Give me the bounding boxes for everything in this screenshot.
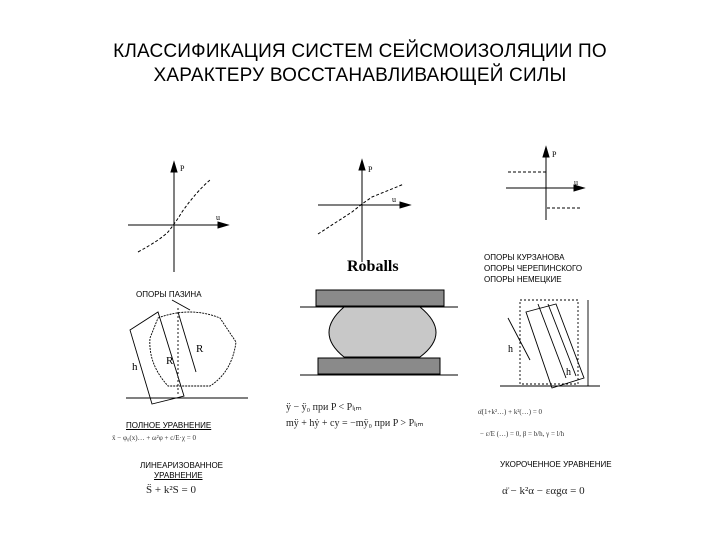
linearized-equation: S̈ + k²S = 0 xyxy=(146,484,196,496)
center-equation-1: ÿ − ÿ₀ при P < Pₗᵢₘ xyxy=(286,402,362,413)
pazin-r-label-2: R xyxy=(166,355,174,367)
graph-2-p-arrow xyxy=(358,158,366,171)
right-frame-outer xyxy=(519,299,579,385)
right-guide-line xyxy=(507,317,531,361)
linearized-equation-title-1: ЛИНЕАРИЗОВАННОЕ xyxy=(140,461,224,470)
right-h-label: h xyxy=(508,344,513,355)
pazin-left-block xyxy=(129,311,185,405)
graph-3 xyxy=(506,145,586,220)
right-diagonal-1 xyxy=(537,303,567,379)
german-supports-label: ОПОРЫ НЕМЕЦКИЕ xyxy=(484,275,562,284)
graph-2-line xyxy=(317,183,405,235)
page-title: КЛАССИФИКАЦИЯ СИСТЕМ СЕЙСМОИЗОЛЯЦИИ ПО Х… xyxy=(60,40,660,88)
full-equation-title: ПОЛНОЕ УРАВНЕНИЕ xyxy=(126,421,212,430)
graph-1-u-arrow xyxy=(217,221,230,229)
graph-2-u-arrow xyxy=(399,201,412,209)
graph-2-p-label: P xyxy=(368,165,373,174)
title-line-2: ХАРАКТЕРУ ВОССТАНАВЛИВАЮЩЕЙ СИЛЫ xyxy=(153,65,567,86)
pazin-r-label-1: R xyxy=(196,343,204,355)
pazin-body-outline xyxy=(149,311,237,387)
roballs-label: Roballs xyxy=(347,258,399,275)
graph-1 xyxy=(128,160,230,272)
center-equation-2: mÿ + hẏ + cy = −mÿ₀ при P > Pₗᵢₘ xyxy=(286,418,424,429)
right-diagonal-2 xyxy=(547,303,577,377)
shortened-equation: α̈ − k²α − εαgα = 0 xyxy=(502,485,585,497)
graph-1-p-arrow xyxy=(170,160,178,173)
roballs-drawing xyxy=(300,289,458,376)
graph-1-u-label: u xyxy=(216,213,220,222)
pazin-supports-label: ОПОРЫ ПАЗИНА xyxy=(136,290,202,299)
roball-body xyxy=(328,306,437,358)
graph-3-u-arrow xyxy=(573,184,586,192)
kurzanov-supports-label: ОПОРЫ КУРЗАНОВА xyxy=(484,253,565,262)
upper-plate xyxy=(315,289,445,307)
pazin-radius-line xyxy=(177,311,197,373)
right-supports-drawing xyxy=(500,299,600,389)
lower-plate xyxy=(317,357,441,375)
graph-1-curve xyxy=(137,179,211,253)
pazin-h-label: h xyxy=(132,361,138,373)
graph-3-p-arrow xyxy=(542,145,550,158)
graph-3-line xyxy=(508,171,580,209)
graph-2-u-label: u xyxy=(392,195,396,204)
full-equation: ẍ − φ₀(x)… + ω²φ + c/E·χ = 0 xyxy=(112,434,196,442)
graph-2 xyxy=(317,158,412,262)
right-tilted-block xyxy=(525,303,585,389)
cherepinsky-supports-label: ОПОРЫ ЧЕРЕПИНСКОГО xyxy=(484,264,583,273)
graph-3-u-label: u xyxy=(574,178,578,187)
linearized-equation-title-2: УРАВНЕНИЕ xyxy=(154,471,203,480)
right-h2-label: h xyxy=(566,367,571,378)
title-line-1: КЛАССИФИКАЦИЯ СИСТЕМ СЕЙСМОИЗОЛЯЦИИ ПО xyxy=(113,41,607,62)
right-equation-b: − ε/E (…) = 0, β = b/h, γ = l/h xyxy=(480,430,565,438)
right-equation-a: α̈(1+k²…) + k²(…) = 0 xyxy=(478,408,543,416)
graph-3-p-label: P xyxy=(552,150,557,159)
pazin-support-drawing xyxy=(126,299,248,405)
pazin-top-mark xyxy=(171,299,191,311)
shortened-equation-title: УКОРОЧЕННОЕ УРАВНЕНИЕ xyxy=(500,460,612,469)
graph-1-p-label: P xyxy=(180,164,185,173)
